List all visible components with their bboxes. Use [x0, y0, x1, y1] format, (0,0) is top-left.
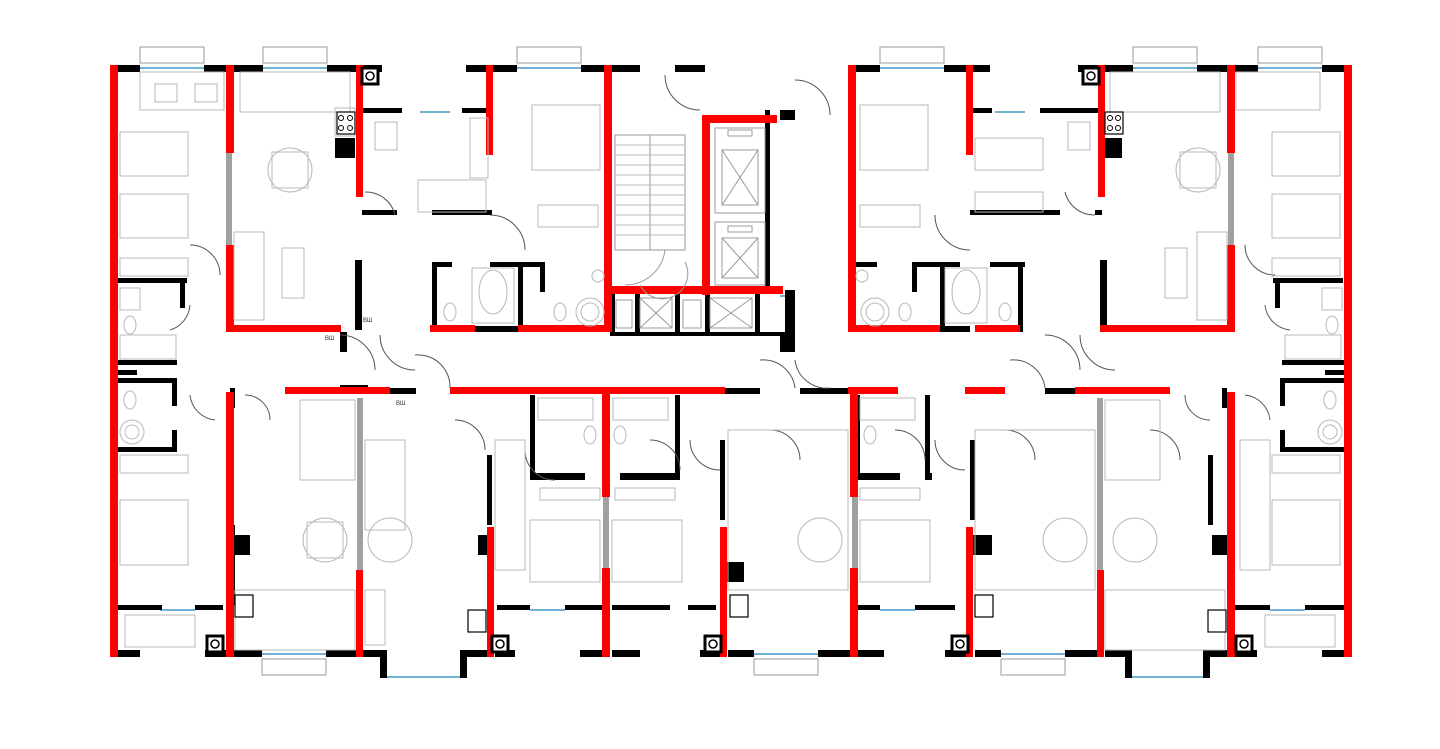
shaft-label-a: ВШ — [363, 318, 373, 324]
lifts — [615, 127, 766, 329]
stair — [614, 134, 689, 300]
shaft-label-c: ВШ — [396, 401, 406, 407]
window-sills-bottom — [261, 658, 1066, 676]
grey-walls — [226, 150, 1234, 570]
door-swings — [169, 74, 1291, 481]
glazing — [140, 67, 1322, 678]
partition-walls — [110, 65, 1352, 678]
shaft-labels: ВШ ВШ ВШ — [325, 318, 406, 407]
window-sills-top — [139, 46, 1323, 64]
shaft-label-b: ВШ — [325, 336, 335, 342]
furniture — [119, 71, 1343, 651]
kitchen-stoves — [205, 66, 1254, 654]
bearing-walls — [110, 65, 1352, 657]
